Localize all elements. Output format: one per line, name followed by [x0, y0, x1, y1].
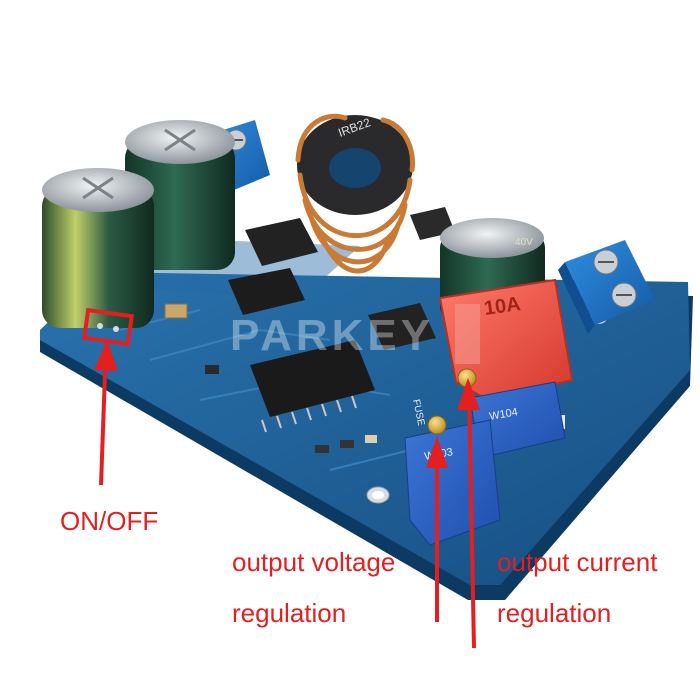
arrow-head — [426, 436, 448, 468]
potentiometer-current: W104 — [457, 368, 566, 459]
arrow-head — [457, 378, 480, 410]
on-off-label: ON/OFF — [60, 506, 159, 536]
inductor-coil: IRB22 — [295, 113, 416, 274]
voltage-label-line1: output voltage — [232, 547, 396, 577]
on-off-marker-box — [82, 307, 134, 347]
pot-top-text: W104 — [488, 406, 518, 423]
ic-chips — [228, 207, 455, 433]
capacitor-front — [42, 168, 154, 328]
fuse-rating: 10A — [483, 293, 522, 320]
right-screw-terminal — [558, 240, 655, 334]
fuse-silkscreen: FUSE — [410, 398, 426, 427]
on-off-arrow — [94, 340, 118, 486]
capacitor-text: 40V — [515, 237, 533, 248]
current-label-line1: output current — [497, 547, 658, 577]
arrow-head — [94, 340, 118, 371]
on-off-jumper — [82, 307, 134, 347]
voltage-arrow — [426, 436, 448, 622]
voltage-label-line2: regulation — [232, 598, 347, 628]
current-arrow — [457, 378, 480, 649]
current-label-line2: regulation — [497, 598, 612, 628]
watermark: PARKEY — [230, 311, 434, 360]
